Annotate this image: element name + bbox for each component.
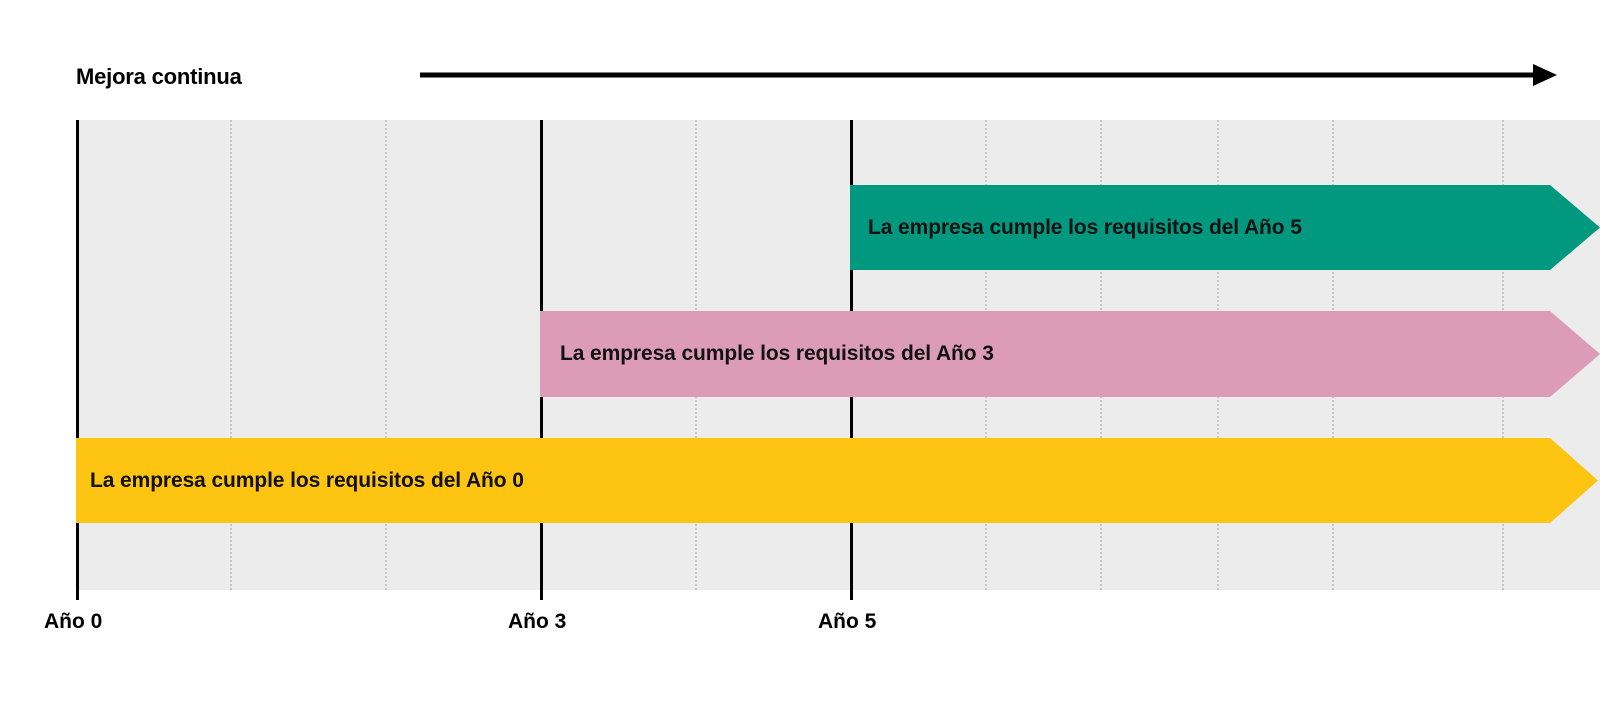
- axis-line-ano-0: [76, 120, 79, 600]
- bar-label-ano-3: La empresa cumple los requisitos del Año…: [560, 342, 994, 365]
- bar-ano-5[interactable]: La empresa cumple los requisitos del Año…: [850, 185, 1600, 270]
- bar-shape-ano-0: [76, 438, 1598, 523]
- axis-label-ano-5: Año 5: [818, 610, 877, 633]
- bar-label-ano-5: La empresa cumple los requisitos del Año…: [868, 215, 1302, 239]
- right-arrow-icon: [420, 58, 1560, 92]
- bar-shape-ano-5: [850, 185, 1600, 270]
- axis-label-ano-0: Año 0: [44, 610, 103, 633]
- axis-label-ano-3: Año 3: [508, 610, 567, 633]
- page-title: Mejora continua: [76, 64, 242, 89]
- gridline: [385, 120, 387, 590]
- bar-label-ano-0: La empresa cumple los requisitos del Año…: [90, 468, 524, 492]
- gridline: [230, 120, 232, 590]
- bar-ano-3[interactable]: La empresa cumple los requisitos del Año…: [540, 311, 1600, 397]
- bar-shape-ano-3: [540, 311, 1600, 397]
- bar-ano-0[interactable]: La empresa cumple los requisitos del Año…: [76, 438, 1600, 523]
